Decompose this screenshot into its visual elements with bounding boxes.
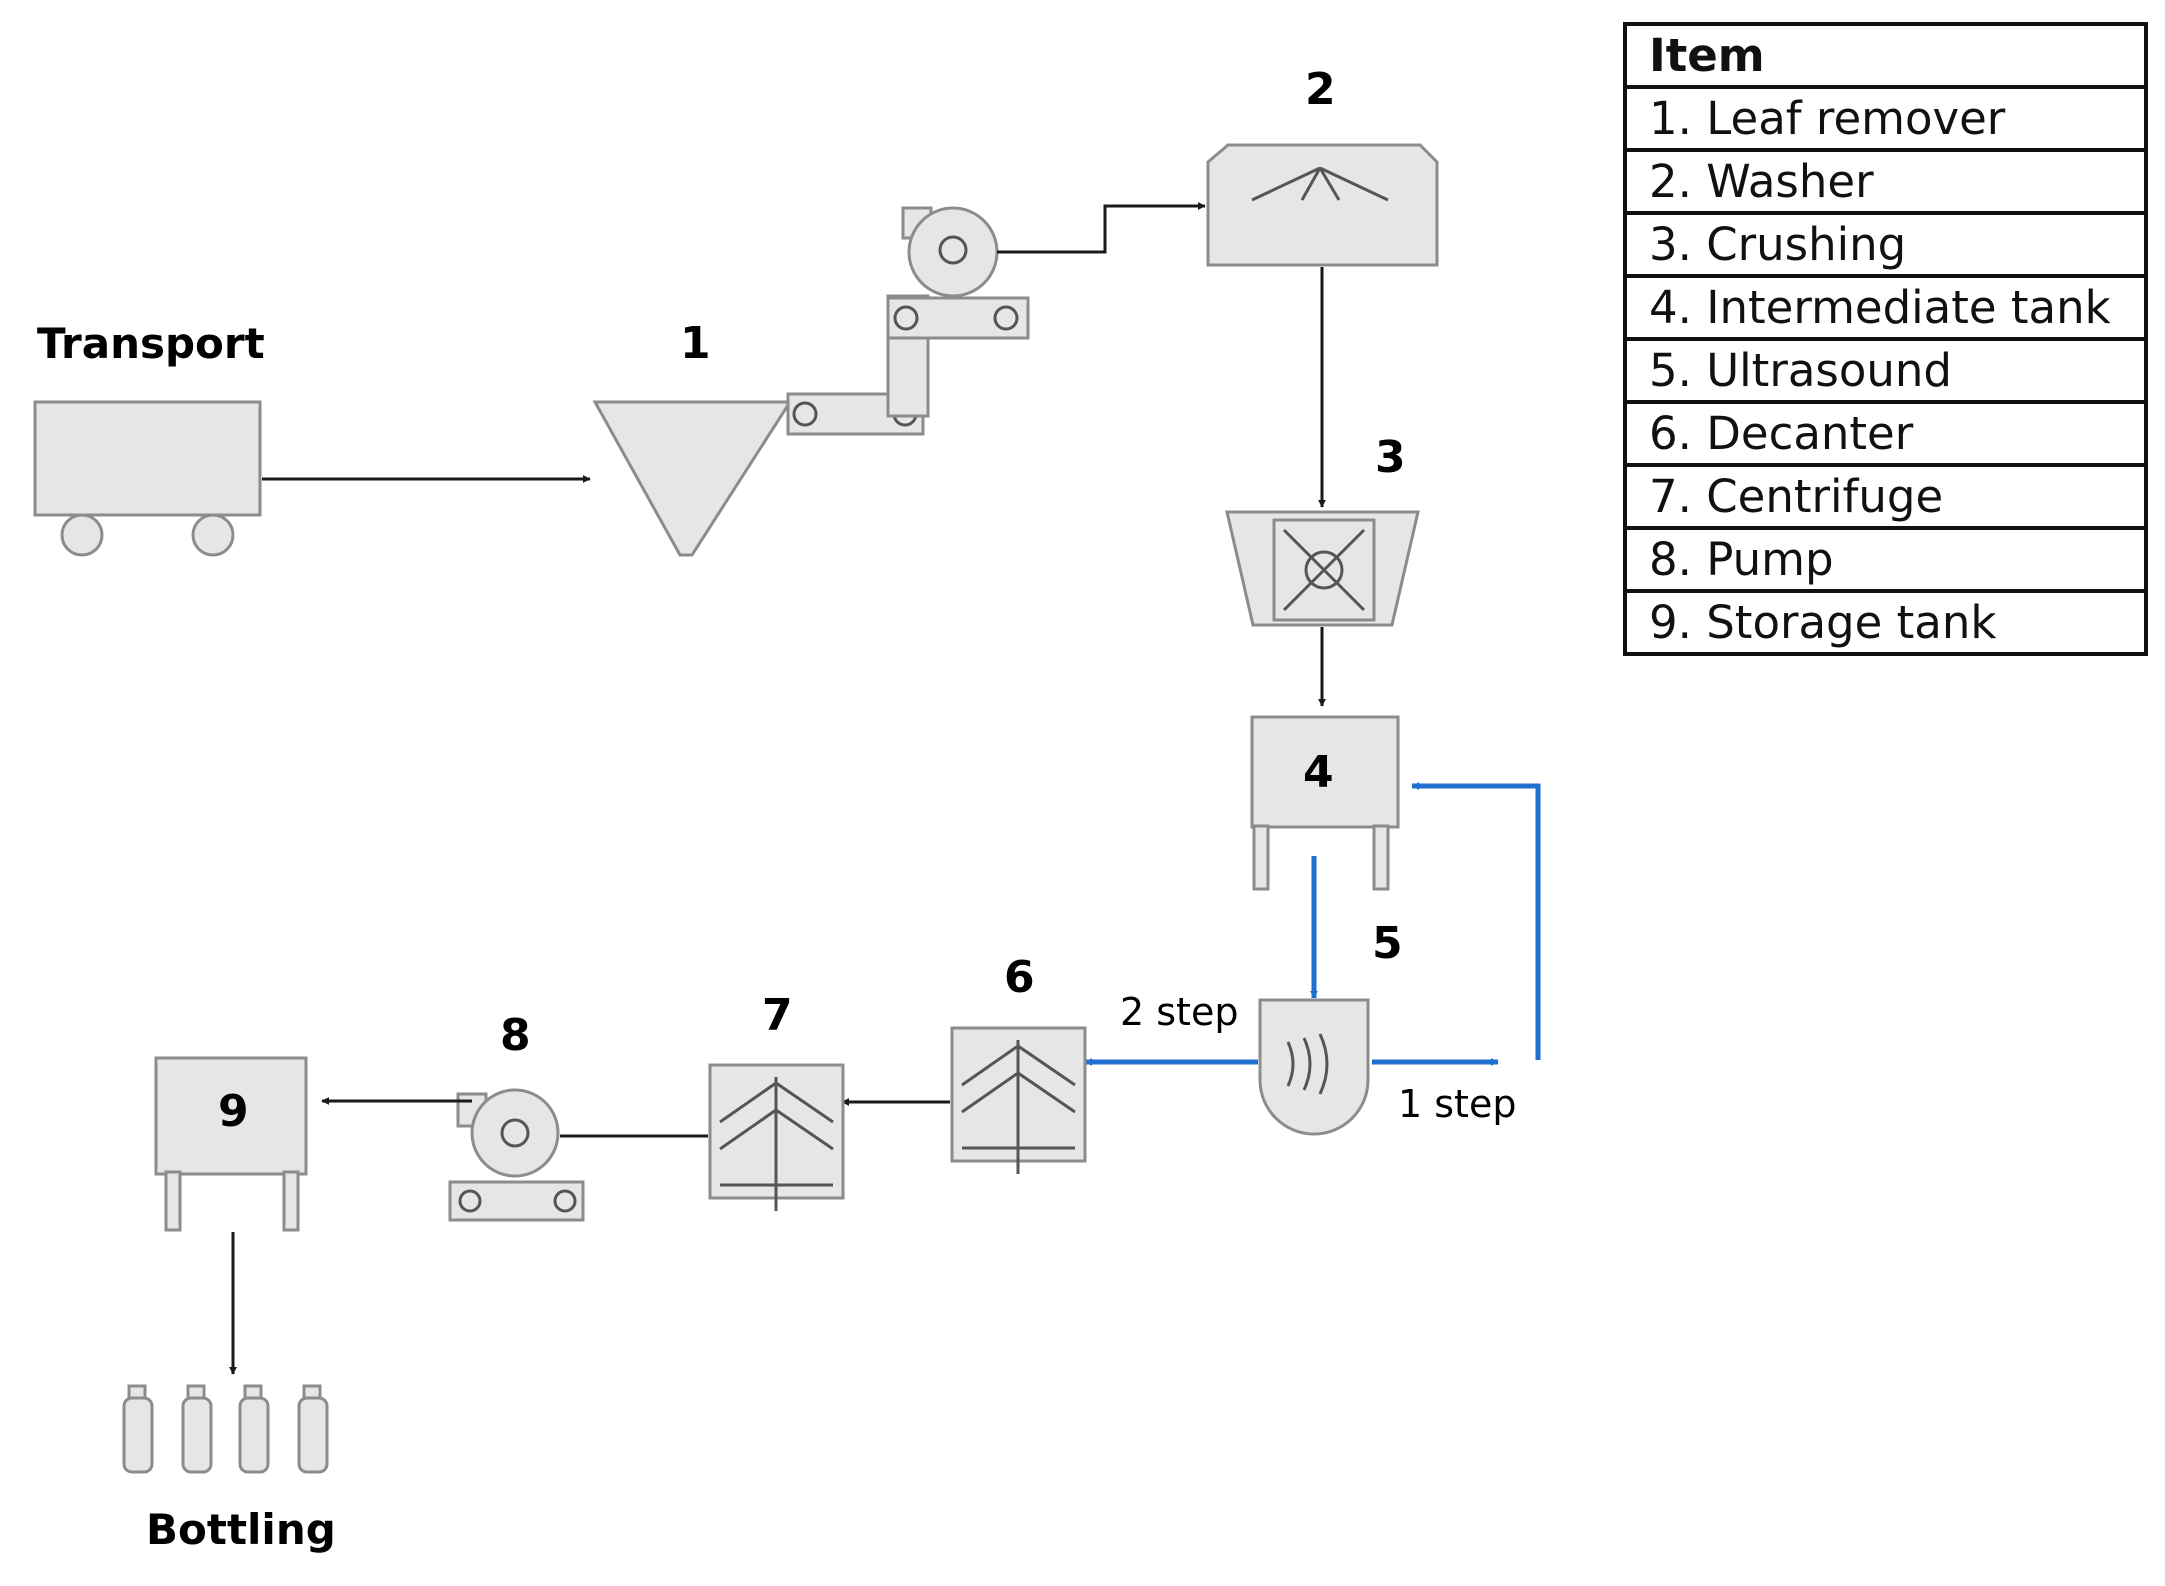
legend-item: 6. Decanter [1623,400,2148,467]
intermediate-tank-icon [1250,715,1400,891]
bottle-icon [238,1384,270,1474]
storage-tank-icon [154,1056,308,1232]
legend-row: 3. Crushing [1623,211,2148,278]
legend-item: 7. Centrifuge [1623,463,2148,530]
legend-row: 1. Leaf remover [1623,85,2148,152]
centrifuge-icon [708,1063,845,1211]
legend-item: 3. Crushing [1623,211,2148,278]
legend-row: 8. Pump [1623,526,2148,593]
node-number-3: 3 [1375,432,1406,483]
node-number-8: 8 [500,1010,531,1061]
pump-icon [448,1088,585,1222]
bottle-icon [122,1384,154,1474]
bottle-icon [297,1384,329,1474]
bottling-label: Bottling [146,1505,336,1554]
bottles-icon [122,1384,329,1474]
legend-item: 4. Intermediate tank [1623,274,2148,341]
node-number-9: 9 [218,1086,249,1137]
leaf-remover-icon [592,400,793,557]
step-1-label: 1 step [1398,1082,1516,1126]
node-number-7: 7 [762,990,793,1041]
conveyor-icon [786,294,1030,436]
legend-row: 2. Washer [1623,148,2148,215]
legend-row: 9. Storage tank [1623,589,2148,656]
crusher-icon [1225,510,1420,627]
node-number-4: 4 [1303,747,1334,798]
legend-item: 8. Pump [1623,526,2148,593]
legend-row: 7. Centrifuge [1623,463,2148,530]
legend-item: 5. Ultrasound [1623,337,2148,404]
legend-item: 2. Washer [1623,148,2148,215]
node-number-2: 2 [1305,64,1336,115]
legend-header-row: Item [1623,22,2148,89]
legend-row: 5. Ultrasound [1623,337,2148,404]
transport-label: Transport [37,319,265,368]
legend-header: Item [1623,22,2148,89]
legend-row: 6. Decanter [1623,400,2148,467]
node-number-5: 5 [1372,918,1403,969]
node-number-6: 6 [1004,952,1035,1003]
transport-truck-icon [33,400,262,557]
legend-table: Item 1. Leaf remover 2. Washer 3. Crushi… [1623,22,2148,656]
blower-icon [901,206,999,298]
decanter-icon [950,1026,1087,1174]
washer-icon [1206,143,1439,267]
flow-blower-to-washer [997,202,1206,254]
legend-row: 4. Intermediate tank [1623,274,2148,341]
node-number-1: 1 [680,318,711,369]
step-2-label: 2 step [1120,990,1238,1034]
bottle-icon [181,1384,213,1474]
ultrasound-icon [1258,998,1370,1136]
flow-recirculation-to-tank [1411,782,1541,1060]
legend-item: 1. Leaf remover [1623,85,2148,152]
legend-item: 9. Storage tank [1623,589,2148,656]
